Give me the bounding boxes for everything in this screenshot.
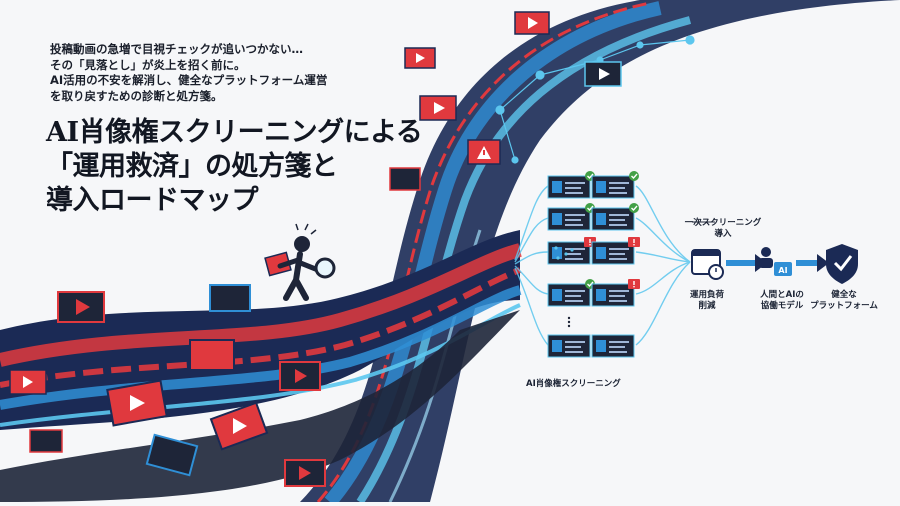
step1-label: 一次スクリーニング 導入 bbox=[678, 218, 768, 240]
step4-label-line-1: 健全な bbox=[831, 290, 857, 300]
step1-label-line-2: 導入 bbox=[714, 229, 732, 239]
step2-label-line-1: 運用負荷 bbox=[689, 290, 724, 300]
video-thumb bbox=[419, 95, 457, 121]
human-ai-icon: AI bbox=[759, 247, 792, 276]
warning-icon bbox=[628, 237, 640, 247]
screening-card bbox=[547, 334, 591, 358]
step1-label-line-1: 一次スクリーニング bbox=[684, 218, 762, 228]
step3-label-line-2: 協働モデル bbox=[760, 301, 804, 311]
step3-label: 人間とAIの 協働モデル bbox=[752, 290, 812, 312]
title-line-1: AI肖像権スクリーニングによる bbox=[46, 117, 423, 148]
warning-thumb bbox=[467, 139, 501, 165]
video-thumb bbox=[29, 429, 63, 453]
video-thumb bbox=[284, 459, 326, 487]
video-thumb bbox=[106, 379, 168, 427]
step2-label-line-2: 削減 bbox=[698, 301, 716, 311]
roadmap: AI bbox=[691, 221, 858, 284]
calendar-icon bbox=[691, 249, 724, 280]
video-thumb bbox=[189, 339, 235, 371]
video-thumbnails bbox=[9, 11, 622, 487]
video-thumb bbox=[9, 369, 47, 395]
video-thumb bbox=[279, 361, 321, 391]
network-nodes bbox=[495, 35, 695, 164]
more-dots bbox=[567, 316, 571, 328]
network-icon bbox=[554, 246, 574, 260]
screening-caption: AI肖像権スクリーニング bbox=[526, 379, 621, 389]
screening-cards bbox=[547, 171, 640, 358]
title-line-3: 導入ロードマップ bbox=[46, 185, 259, 216]
video-thumb bbox=[584, 61, 622, 87]
screening-card bbox=[547, 171, 595, 199]
check-icon bbox=[629, 171, 639, 181]
video-thumb bbox=[209, 401, 269, 451]
intro-line-4: を取り戻すための診断と処方箋。 bbox=[50, 88, 223, 103]
step4-label-line-2: プラットフォーム bbox=[810, 301, 878, 311]
screening-card bbox=[591, 334, 635, 358]
video-thumb bbox=[514, 11, 550, 35]
warning-icon bbox=[628, 279, 640, 289]
intro-line-3: AI活用の不安を解消し、健全なプラットフォーム運営 bbox=[50, 73, 328, 87]
ai-badge-text: AI bbox=[778, 266, 787, 275]
screening-card bbox=[591, 237, 640, 265]
step2-label: 運用負荷 削減 bbox=[684, 290, 730, 312]
screening-card bbox=[547, 203, 595, 231]
intro-text: 投稿動画の急増で目視チェックが追いつかない… その「見落とし」が炎上を招く前に。… bbox=[50, 42, 380, 104]
video-thumb bbox=[389, 167, 421, 191]
intro-line-2: その「見落とし」が炎上を招く前に。 bbox=[50, 57, 246, 72]
fan-lines bbox=[514, 185, 691, 346]
video-thumb bbox=[209, 284, 251, 312]
video-thumb bbox=[145, 433, 199, 477]
video-thumb bbox=[404, 47, 436, 69]
intro-line-1: 投稿動画の急増で目視チェックが追いつかない… bbox=[50, 42, 303, 56]
page-title: AI肖像権スクリーニングによる 「運用救済」の処方箋と 導入ロードマップ bbox=[46, 116, 423, 218]
lower-stream bbox=[0, 230, 522, 502]
screening-card bbox=[547, 279, 595, 307]
check-icon bbox=[629, 203, 639, 213]
screening-card bbox=[591, 203, 639, 231]
step4-label: 健全な プラットフォーム bbox=[808, 290, 880, 312]
screening-card bbox=[591, 171, 639, 199]
title-line-2: 「運用救済」の処方箋と bbox=[46, 151, 338, 182]
person-figure bbox=[264, 223, 336, 301]
step3-label-line-1: 人間とAIの bbox=[760, 290, 804, 300]
shield-check-icon bbox=[826, 244, 858, 284]
video-thumb bbox=[57, 291, 105, 323]
screening-card bbox=[591, 279, 640, 307]
